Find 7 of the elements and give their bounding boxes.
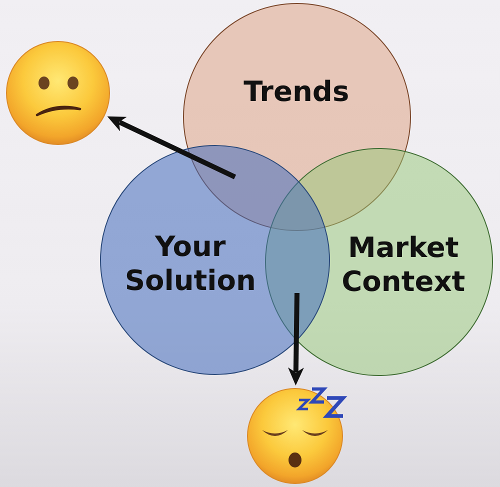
arrow [106,114,236,180]
circle-label: Market Context [342,231,466,300]
sleeping-face-icon [246,385,346,486]
circle-label: Trends [244,75,350,110]
arrow [288,292,304,386]
circle-label: Your Solution [124,230,256,298]
confused-face-icon [6,41,110,145]
